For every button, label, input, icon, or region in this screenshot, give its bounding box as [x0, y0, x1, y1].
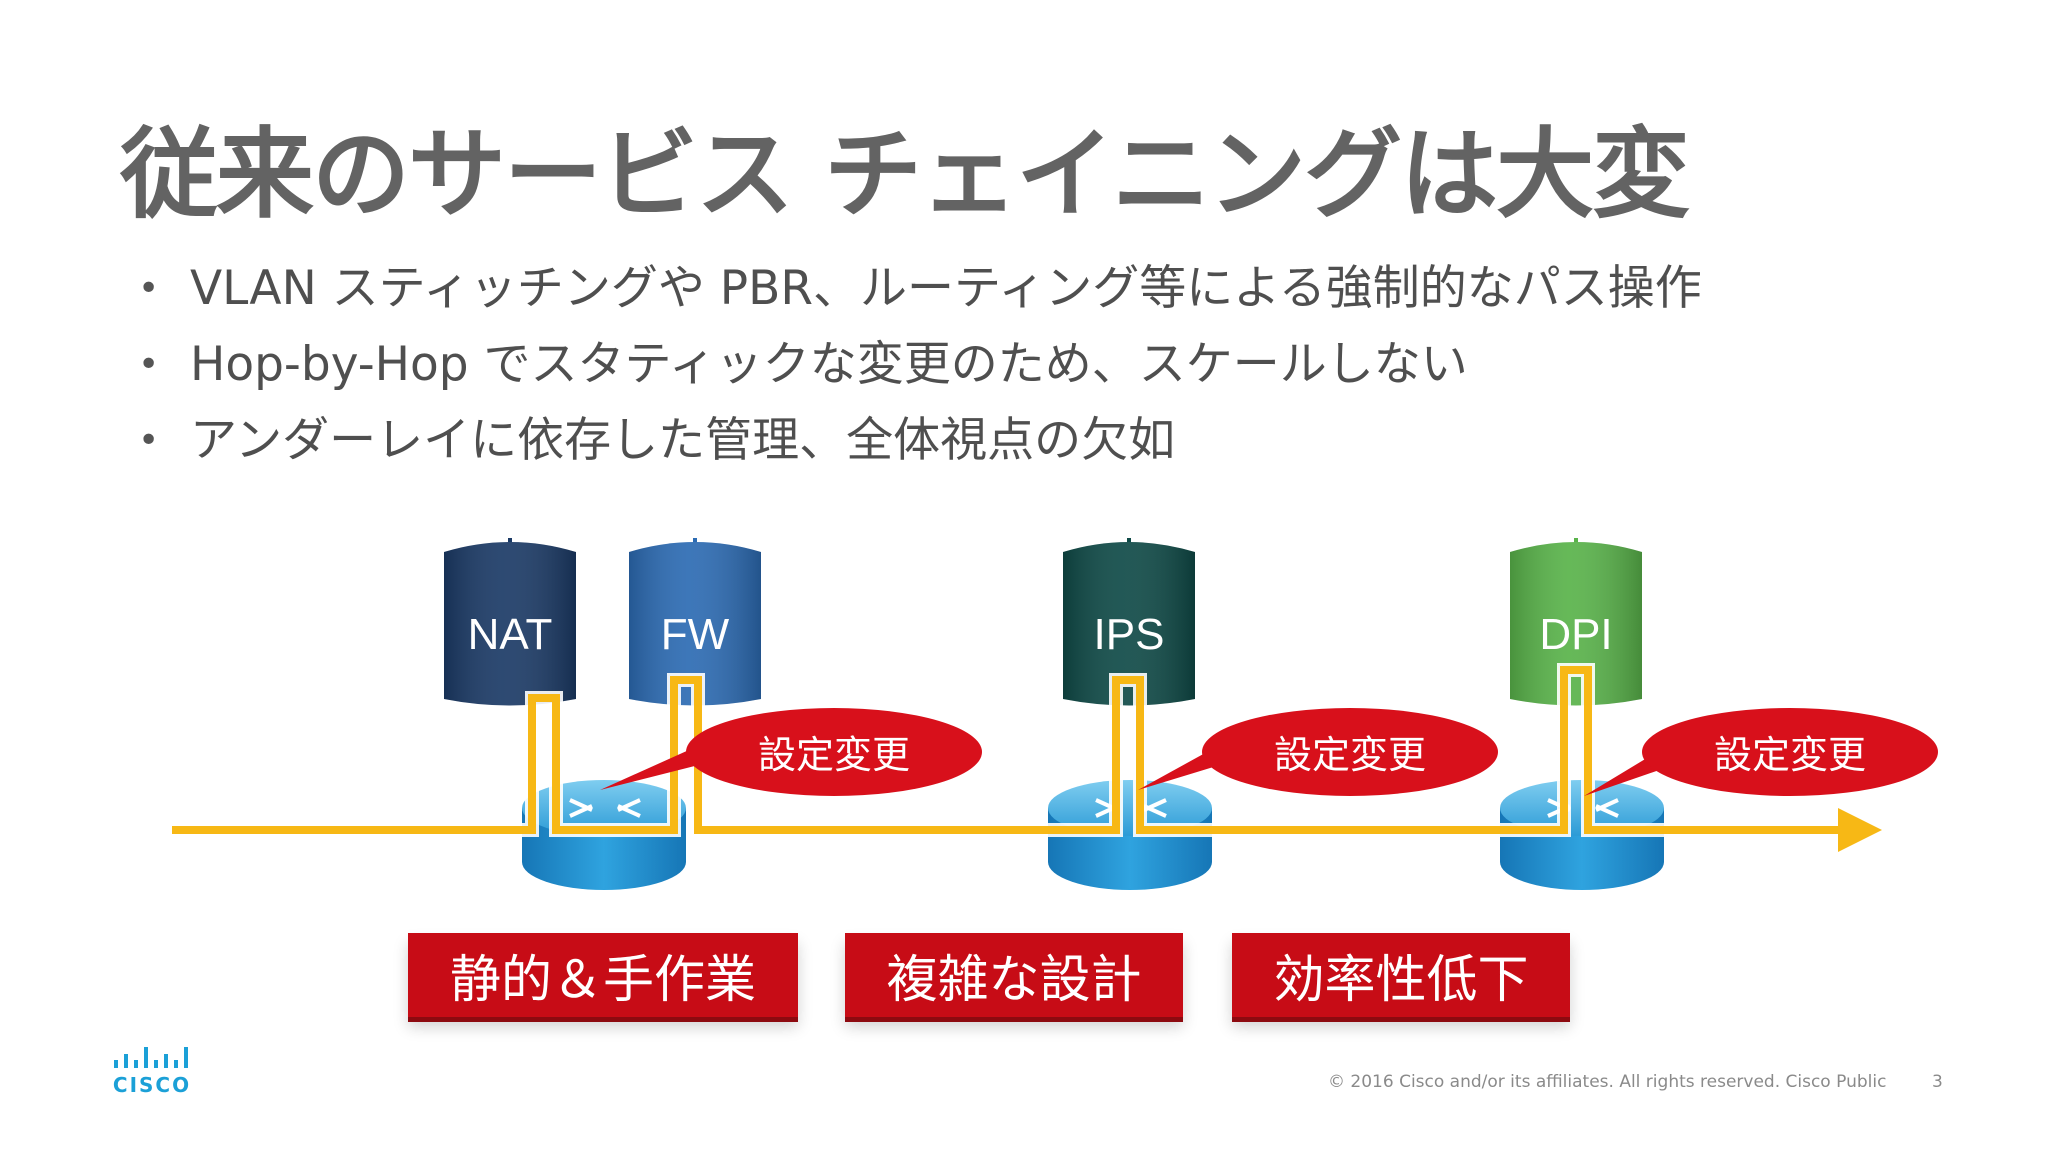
- bullet-item: • Hop-by-Hop でスタティックな変更のため、スケールしない: [138, 334, 1702, 410]
- service-ips: IPS: [1063, 538, 1195, 706]
- callout-change-3: 設定変更: [1584, 708, 1938, 796]
- bullet-dot: •: [138, 344, 160, 385]
- issue-box-complex: 複雑な設計: [845, 933, 1183, 1017]
- bullet-item: • アンダーレイに依存した管理、全体視点の欠如: [138, 410, 1702, 486]
- callout-label: 設定変更: [758, 733, 910, 777]
- issue-box-efficiency: 効率性低下: [1232, 933, 1570, 1017]
- cisco-logo: CISCO: [110, 1045, 194, 1097]
- service-dpi: DPI: [1510, 538, 1642, 706]
- bullet-dot: •: [138, 420, 160, 461]
- router-icon: [1048, 780, 1212, 890]
- callout-change-1: 設定変更: [600, 708, 982, 796]
- copyright-text: © 2016 Cisco and/or its affiliates. All …: [1328, 1072, 1887, 1092]
- bullet-item: • VLAN スティッチングや PBR、ルーティング等による強制的なパス操作: [138, 258, 1702, 334]
- service-label: NAT: [468, 610, 553, 659]
- cisco-wordmark: CISCO: [112, 1073, 192, 1097]
- bullet-text: Hop-by-Hop でスタティックな変更のため、スケールしない: [190, 337, 1468, 392]
- cisco-bars-icon: [114, 1047, 188, 1068]
- traffic-path: [172, 663, 1882, 852]
- path-arrowhead: [1838, 808, 1882, 852]
- bullet-text: アンダーレイに依存した管理、全体視点の欠如: [190, 413, 1176, 468]
- service-nat: NAT: [444, 538, 576, 706]
- issue-box-static: 静的＆手作業: [408, 933, 798, 1017]
- service-label: FW: [661, 610, 730, 659]
- callout-change-2: 設定変更: [1138, 708, 1498, 796]
- bullet-text: VLAN スティッチングや PBR、ルーティング等による強制的なパス操作: [190, 261, 1702, 316]
- service-fw: FW: [629, 538, 761, 706]
- callout-label: 設定変更: [1274, 733, 1426, 777]
- service-label: DPI: [1539, 610, 1612, 659]
- page-number: 3: [1932, 1072, 1943, 1092]
- slide-title: 従来のサービス チェイニングは大変: [120, 118, 1690, 232]
- bullet-dot: •: [138, 268, 160, 309]
- bullet-list: • VLAN スティッチングや PBR、ルーティング等による強制的なパス操作 • H…: [138, 258, 1702, 486]
- callout-label: 設定変更: [1714, 733, 1866, 777]
- service-label: IPS: [1094, 610, 1165, 659]
